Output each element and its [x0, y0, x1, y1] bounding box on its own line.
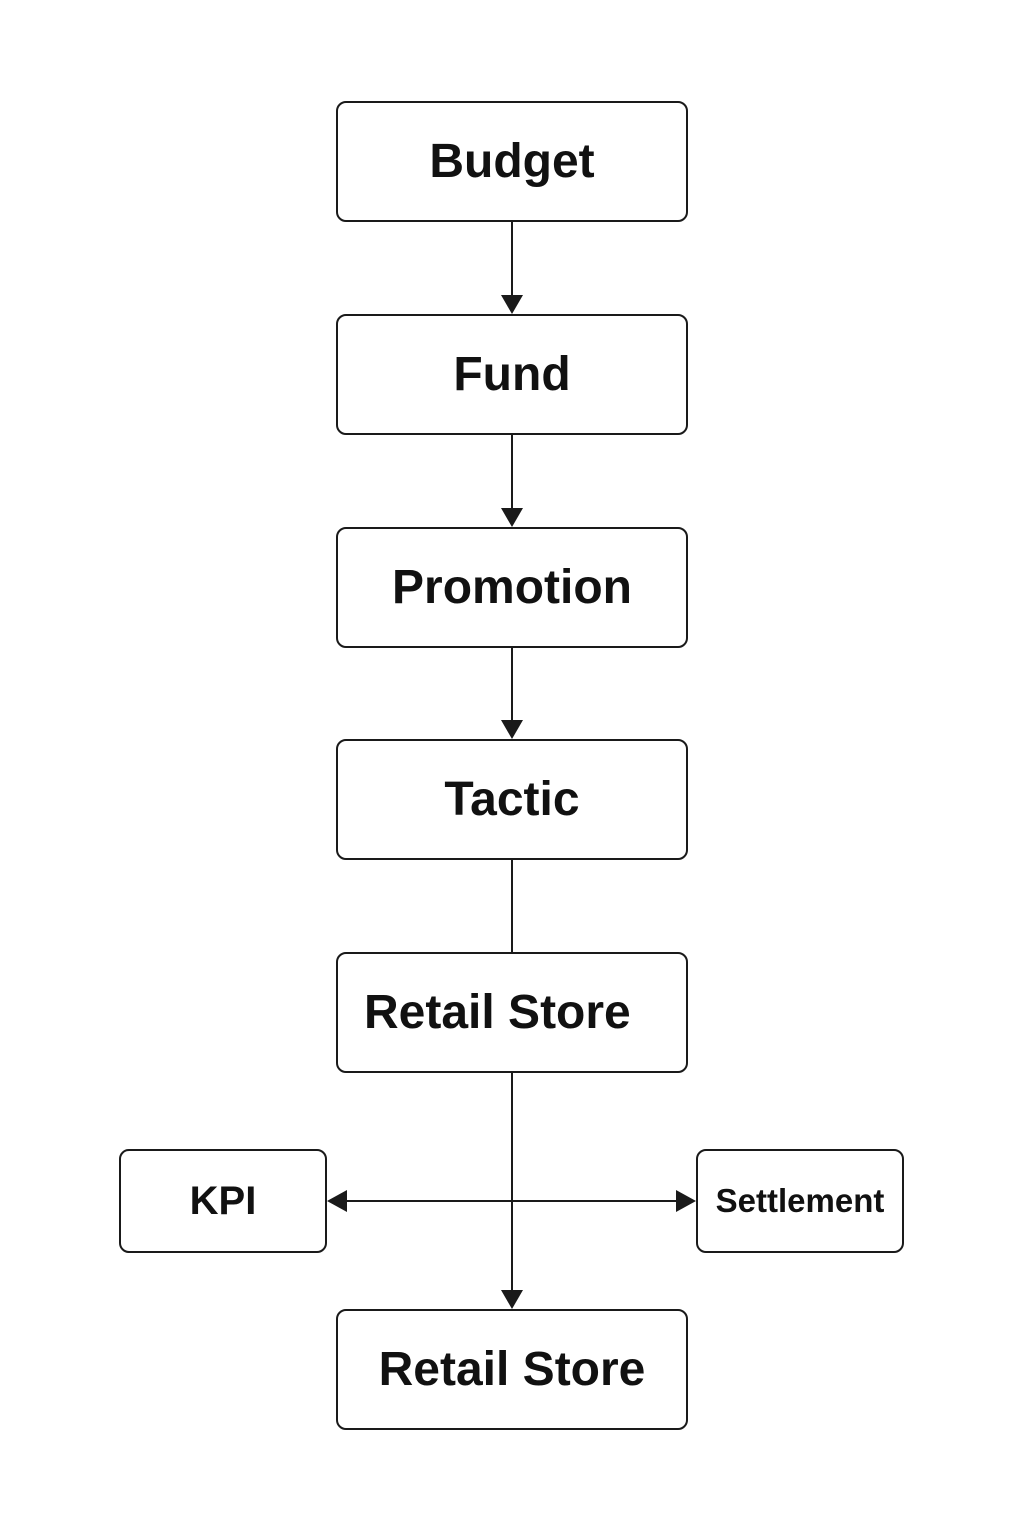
budget-label: Budget: [429, 135, 595, 188]
settlement-node: Settlement: [696, 1149, 904, 1253]
arrowhead-retail-store-2: [501, 1290, 523, 1309]
retail-store-label: Retail Store: [364, 986, 631, 1039]
arrowhead-kpi: [327, 1190, 347, 1212]
arrowhead-tactic: [501, 720, 523, 739]
kpi-node: KPI: [119, 1149, 327, 1253]
arrowhead-settlement: [676, 1190, 696, 1212]
retail-store-bottom-label: Retail Store: [378, 1343, 646, 1396]
budget-node: Budget: [336, 101, 688, 222]
fund-node: Fund: [336, 314, 688, 435]
kpi-label: KPI: [189, 1178, 257, 1223]
retail-store-bottom-node: Retail Store: [336, 1309, 688, 1430]
arrowhead-fund: [501, 295, 523, 314]
retail-store-node: Retail Store: [336, 952, 688, 1073]
tactic-label: Tactic: [444, 773, 580, 826]
settlement-label: Settlement: [715, 1182, 885, 1219]
promotion-node: Promotion: [336, 527, 688, 648]
arrowhead-promotion: [501, 508, 523, 527]
tactic-node: Tactic: [336, 739, 688, 860]
promotion-label: Promotion: [392, 561, 632, 614]
fund-label: Fund: [453, 348, 571, 401]
